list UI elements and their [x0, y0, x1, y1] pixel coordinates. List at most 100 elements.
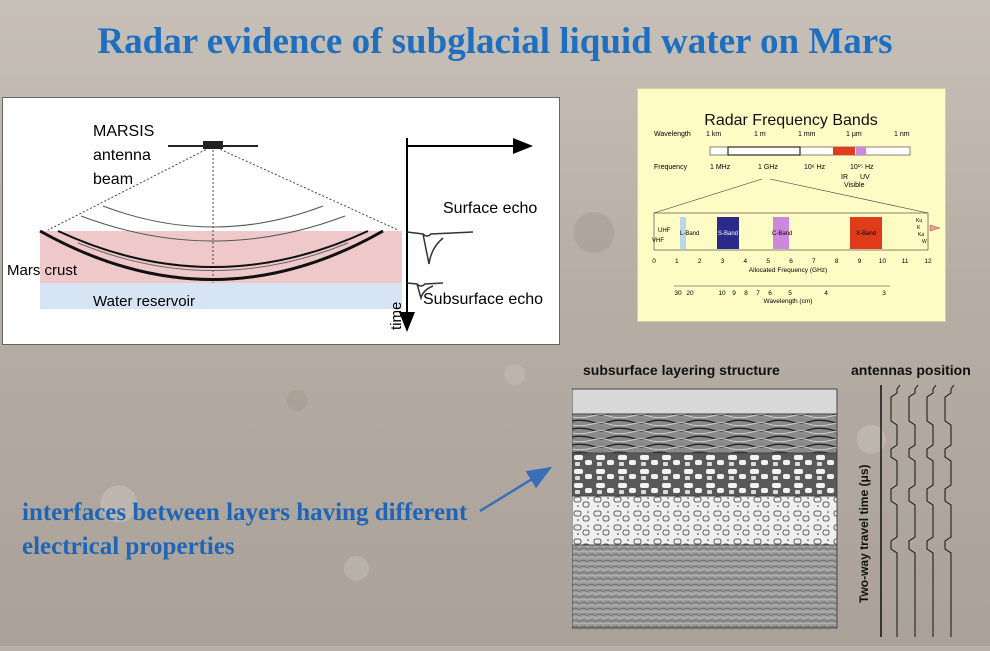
frequency-tick: 1 MHz — [710, 164, 731, 171]
frequency-bands-svg: Radar Frequency Bands Wavelength 1 km 1 … — [652, 112, 941, 305]
ghz-tick: 9 — [858, 258, 862, 265]
ghz-axis-label: Allocated Frequency (GHz) — [749, 267, 827, 274]
ir-region — [833, 147, 855, 155]
ghz-tick: 11 — [902, 258, 909, 265]
ghz-tick: 12 — [924, 258, 932, 265]
cm-tick: 6 — [768, 290, 772, 297]
frequency-tick: 1 GHz — [758, 164, 778, 171]
cm-tick: 10 — [718, 290, 726, 297]
wavefront-2 — [80, 215, 346, 242]
beam-edge-right — [212, 145, 399, 231]
wavelength-tick: 1 μm — [846, 131, 862, 138]
band-label-x: X-Band — [856, 231, 876, 237]
fine-grain-layer — [571, 544, 838, 629]
zoom-line-left — [653, 178, 763, 214]
pebble-layer — [571, 495, 838, 546]
x-band-region — [850, 217, 882, 249]
travel-time-axis-label: Two-way travel time (μs) — [857, 465, 871, 604]
water-label: Water reservoir — [93, 293, 195, 310]
cm-tick: 20 — [686, 290, 694, 297]
crust-reflection-arc-inner — [57, 230, 369, 268]
streaked-layer — [571, 413, 838, 454]
wavelength-tick: 1 m — [754, 131, 766, 138]
wavelength-tick: 1 nm — [894, 131, 910, 138]
crust-reflection-arc — [39, 229, 384, 281]
wavelength-tick: 1 mm — [798, 131, 816, 138]
antenna-label-line1: MARSIS — [93, 123, 154, 140]
frequency-tick: 10⁶ Hz — [804, 164, 826, 171]
band-label-ku: Ku — [916, 218, 922, 224]
cm-tick: 4 — [824, 290, 828, 297]
ghz-tick: 1 — [675, 258, 679, 265]
layering-title: subsurface layering structure — [583, 362, 780, 378]
band-label-vhf: VHF — [652, 238, 664, 244]
ghz-tick: 4 — [744, 258, 748, 265]
cm-tick: 8 — [744, 290, 748, 297]
ghz-tick: 8 — [835, 258, 839, 265]
marsis-diagram-svg: MARSIS antenna beam Mars crust Water res… — [7, 123, 543, 332]
radar-trace — [926, 384, 937, 637]
band-label-s: S-Band — [718, 231, 738, 237]
cm-tick: 30 — [674, 290, 682, 297]
wavefront-1 — [102, 205, 324, 228]
marsis-diagram: MARSIS antenna beam Mars crust Water res… — [2, 97, 560, 345]
ghz-tick: 0 — [652, 258, 656, 265]
surface-echo-label: Surface echo — [443, 200, 537, 217]
cm-tick: 7 — [756, 290, 760, 297]
uv-label: UV — [860, 174, 870, 181]
layering-figure: subsurface layering structure antennas p… — [571, 355, 990, 646]
ghz-tick: 6 — [789, 258, 793, 265]
radar-trace — [944, 384, 955, 637]
frequency-bands-title: Radar Frequency Bands — [704, 112, 877, 129]
ghz-tick: 7 — [812, 258, 816, 265]
visible-label: Visible — [844, 182, 865, 189]
water-reservoir-layer — [40, 283, 402, 309]
ir-label: IR — [841, 174, 848, 181]
band-label-k: K — [917, 225, 921, 231]
ghz-tick: 10 — [879, 258, 887, 265]
crust-label: Mars crust — [7, 262, 78, 279]
mars-crust-layer — [40, 231, 402, 283]
cm-tick: 9 — [732, 290, 736, 297]
band-label-ka: Ka — [918, 232, 924, 238]
frequency-label: Frequency — [654, 164, 688, 171]
radar-frequency-bands: Radar Frequency Bands Wavelength 1 km 1 … — [637, 88, 946, 322]
band-label-l: L-Band — [680, 231, 699, 237]
ghz-tick: 2 — [698, 258, 702, 265]
cm-tick: 3 — [882, 290, 886, 297]
time-axis-label: time — [388, 302, 405, 330]
radio-region — [727, 146, 801, 156]
s-band-region — [717, 217, 739, 249]
arrow-right-icon — [929, 224, 941, 232]
frequency-tick: 10¹⁵ Hz — [850, 164, 874, 171]
zoom-line-right — [769, 178, 929, 214]
c-band-region — [773, 217, 789, 249]
antenna-label-line3: beam — [93, 171, 133, 188]
spectrum-bar — [709, 146, 911, 156]
uv-region — [856, 147, 866, 155]
wavelength-label: Wavelength — [654, 131, 691, 138]
antenna-icon — [203, 141, 223, 149]
rock-layer — [571, 452, 838, 497]
radar-trace — [908, 384, 919, 637]
cm-axis-label: Wavelength (cm) — [764, 298, 813, 305]
wavelength-tick: 1 km — [706, 131, 721, 138]
subsurface-echo-trace — [406, 282, 444, 301]
pointer-arrow — [479, 466, 553, 513]
page-title: Radar evidence of subglacial liquid wate… — [97, 21, 893, 62]
beam-edge-left — [47, 145, 214, 231]
radar-traces — [890, 384, 955, 637]
layering-svg: subsurface layering structure antennas p… — [571, 362, 971, 637]
ghz-tick: 3 — [721, 258, 725, 265]
antennas-title: antennas position — [851, 362, 971, 378]
antenna-label-line2: antenna — [93, 147, 151, 164]
ghz-tick: 5 — [766, 258, 770, 265]
band-label-uhf: UHF — [658, 228, 671, 234]
band-label-w: W — [922, 239, 927, 245]
band-label-c: C-Band — [772, 231, 792, 237]
l-band-region — [680, 217, 686, 249]
subsurface-echo-label: Subsurface echo — [423, 291, 543, 308]
